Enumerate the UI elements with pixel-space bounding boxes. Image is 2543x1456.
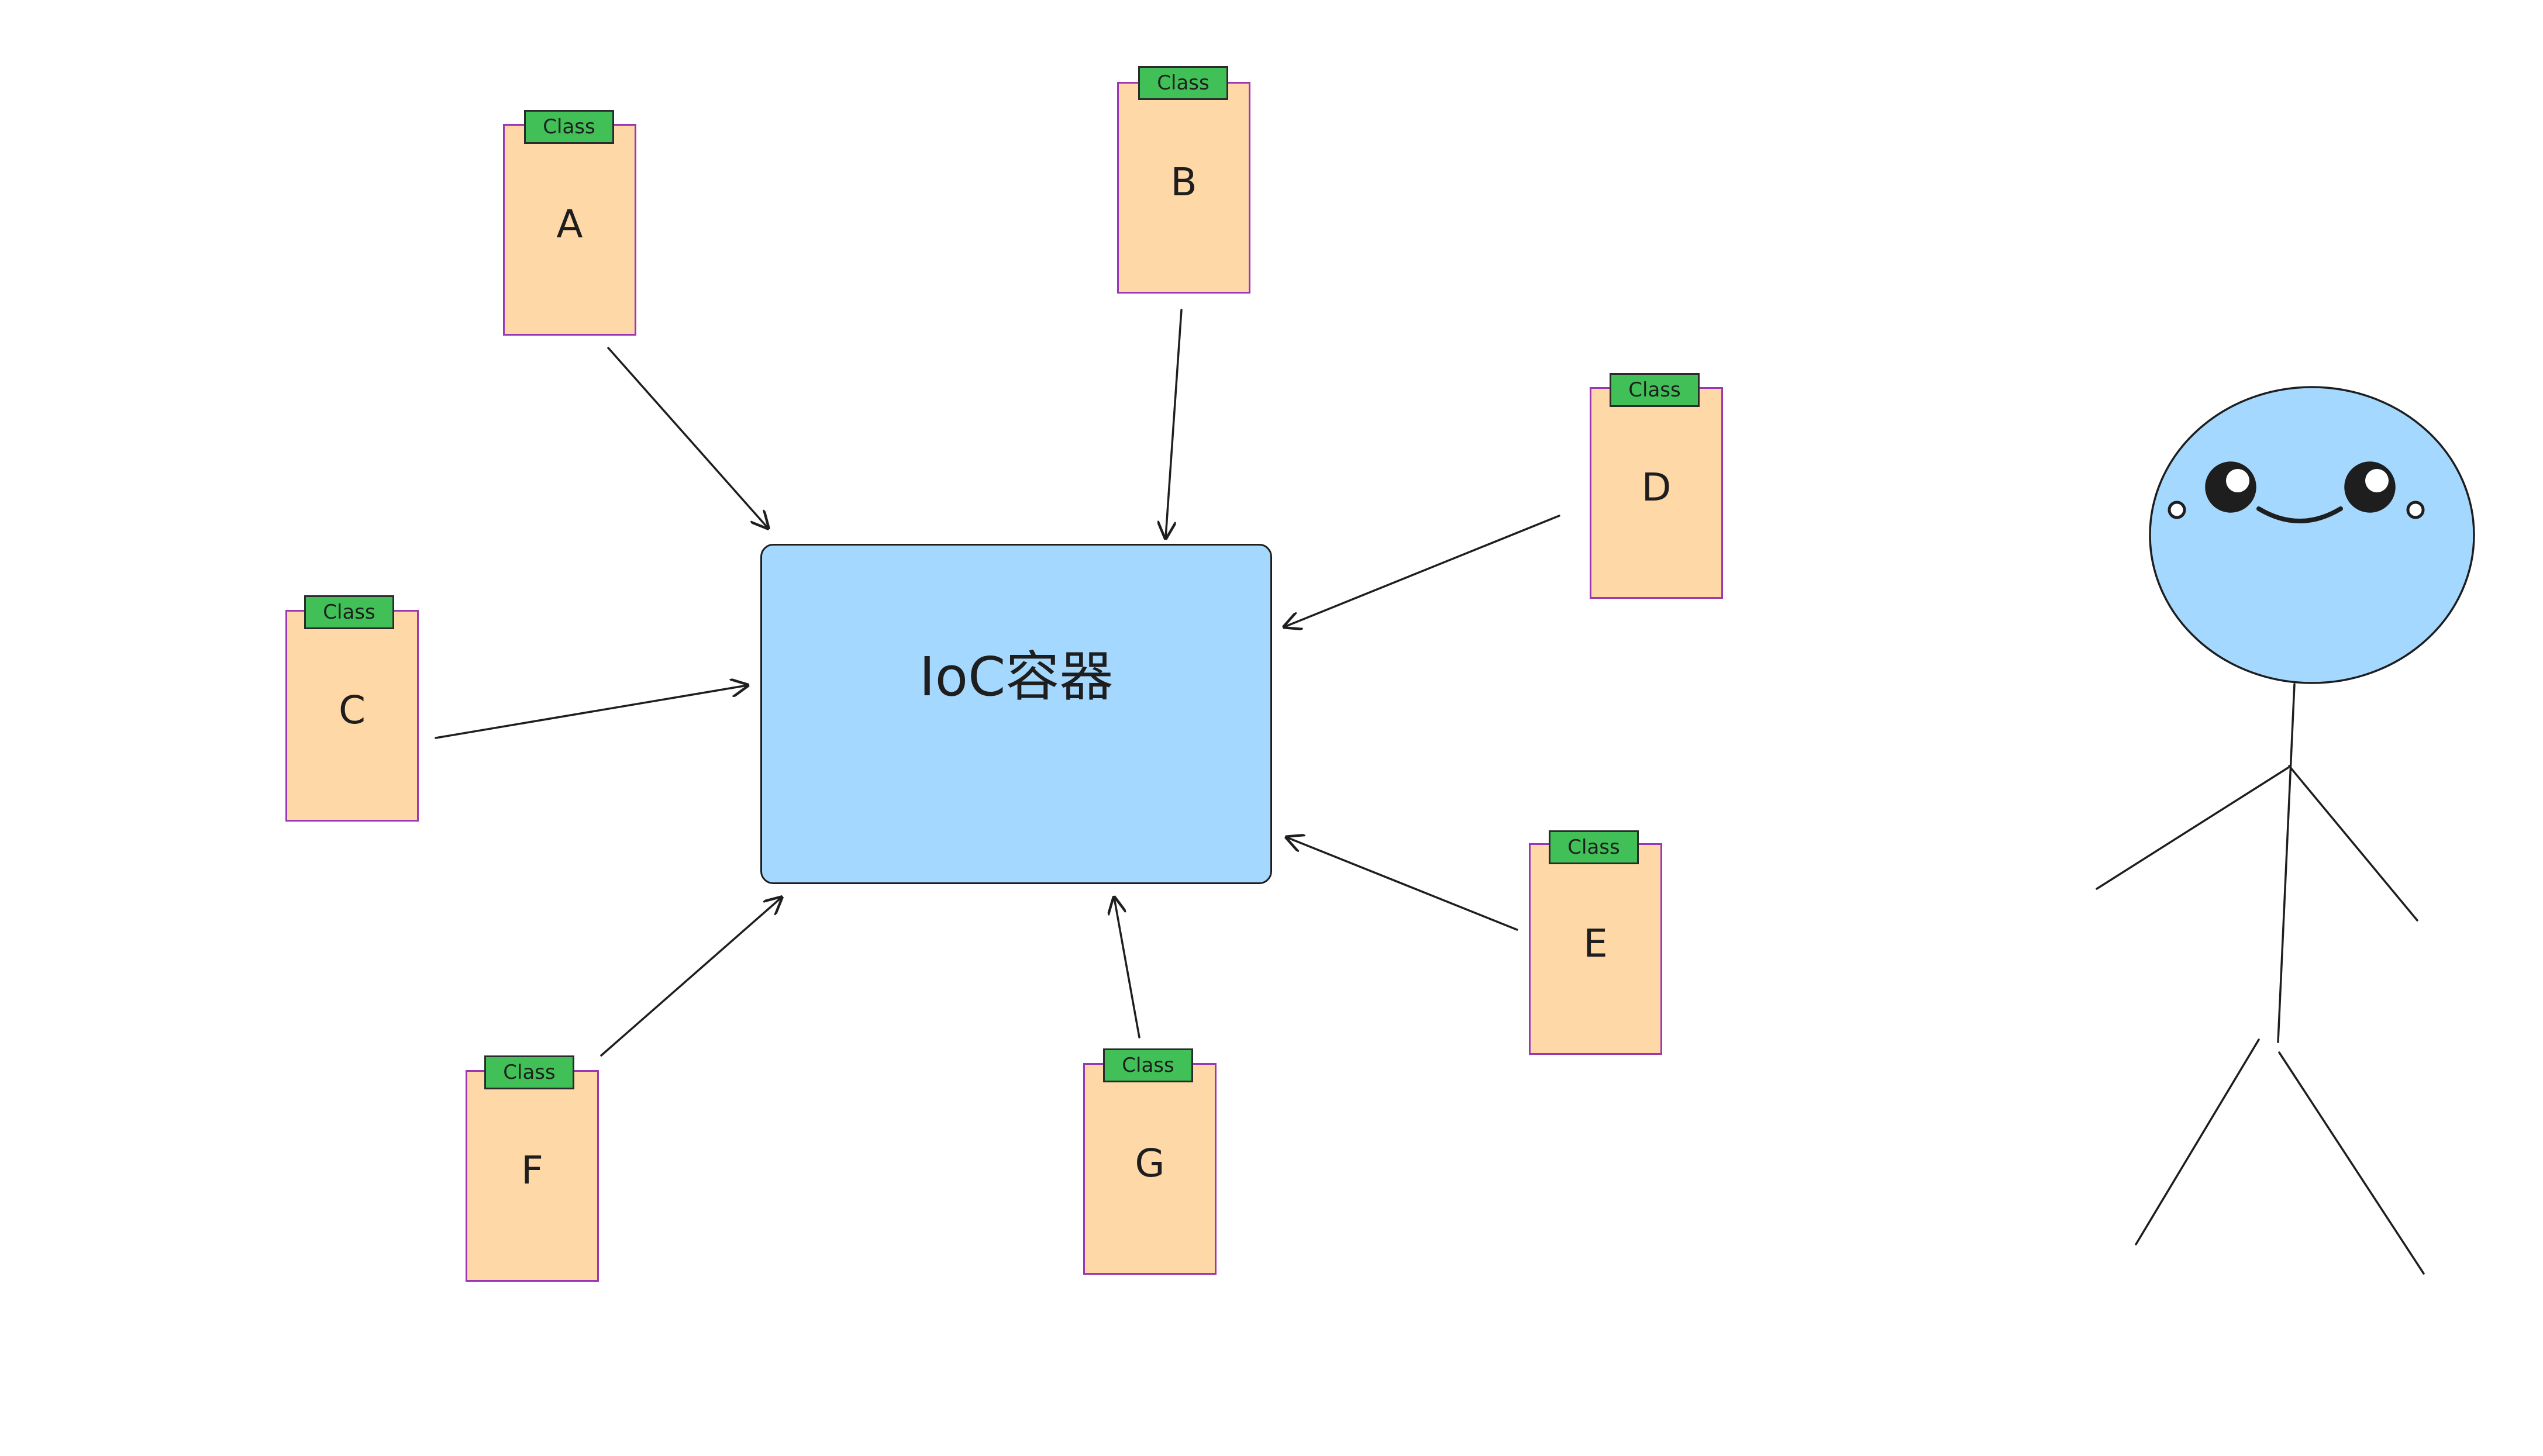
left-arm [2096, 767, 2289, 890]
left-leg [2135, 1038, 2260, 1245]
right-arm [2288, 765, 2418, 922]
arrow-e-to-container [1287, 837, 1518, 931]
class-card-letter: F [521, 1148, 543, 1193]
arrow-d-to-container [1284, 515, 1560, 627]
class-card-b: B [1117, 82, 1250, 294]
class-card-a: A [503, 124, 636, 336]
class-card-letter: C [338, 688, 366, 733]
class-card-letter: E [1583, 921, 1608, 966]
class-card-g: G [1083, 1063, 1217, 1275]
right-cheek [2406, 501, 2425, 519]
class-tag: Class [1103, 1048, 1193, 1082]
right-eye-highlight [2365, 469, 2389, 492]
class-tag: Class [1138, 66, 1228, 100]
arrow-c-to-container [435, 685, 747, 739]
arrow-b-to-container [1166, 309, 1183, 538]
left-cheek [2168, 501, 2186, 519]
stick-figure [2096, 386, 2475, 1275]
class-card-letter: D [1641, 465, 1672, 510]
class-card-f: F [466, 1070, 599, 1282]
body [2277, 683, 2296, 1043]
ioc-container-label: IoC容器 [919, 646, 1114, 708]
class-card-letter: B [1170, 160, 1197, 205]
arrow-a-to-container [607, 347, 768, 528]
smile-icon [2256, 506, 2343, 523]
class-card-letter: A [556, 202, 583, 247]
class-tag: Class [1549, 830, 1639, 864]
class-card-d: D [1590, 387, 1723, 599]
class-card-c: C [285, 610, 419, 822]
left-eye-highlight [2226, 469, 2249, 492]
class-card-e: E [1529, 843, 1662, 1055]
class-tag: Class [524, 110, 614, 144]
class-card-letter: G [1135, 1141, 1165, 1186]
right-leg [2278, 1051, 2425, 1275]
arrow-f-to-container [600, 898, 781, 1057]
arrow-g-to-container [1114, 898, 1140, 1038]
class-tag: Class [1610, 373, 1700, 407]
head [2149, 386, 2475, 684]
class-tag: Class [484, 1055, 574, 1089]
class-tag: Class [304, 595, 394, 629]
ioc-container-box: IoC容器 [760, 544, 1272, 884]
